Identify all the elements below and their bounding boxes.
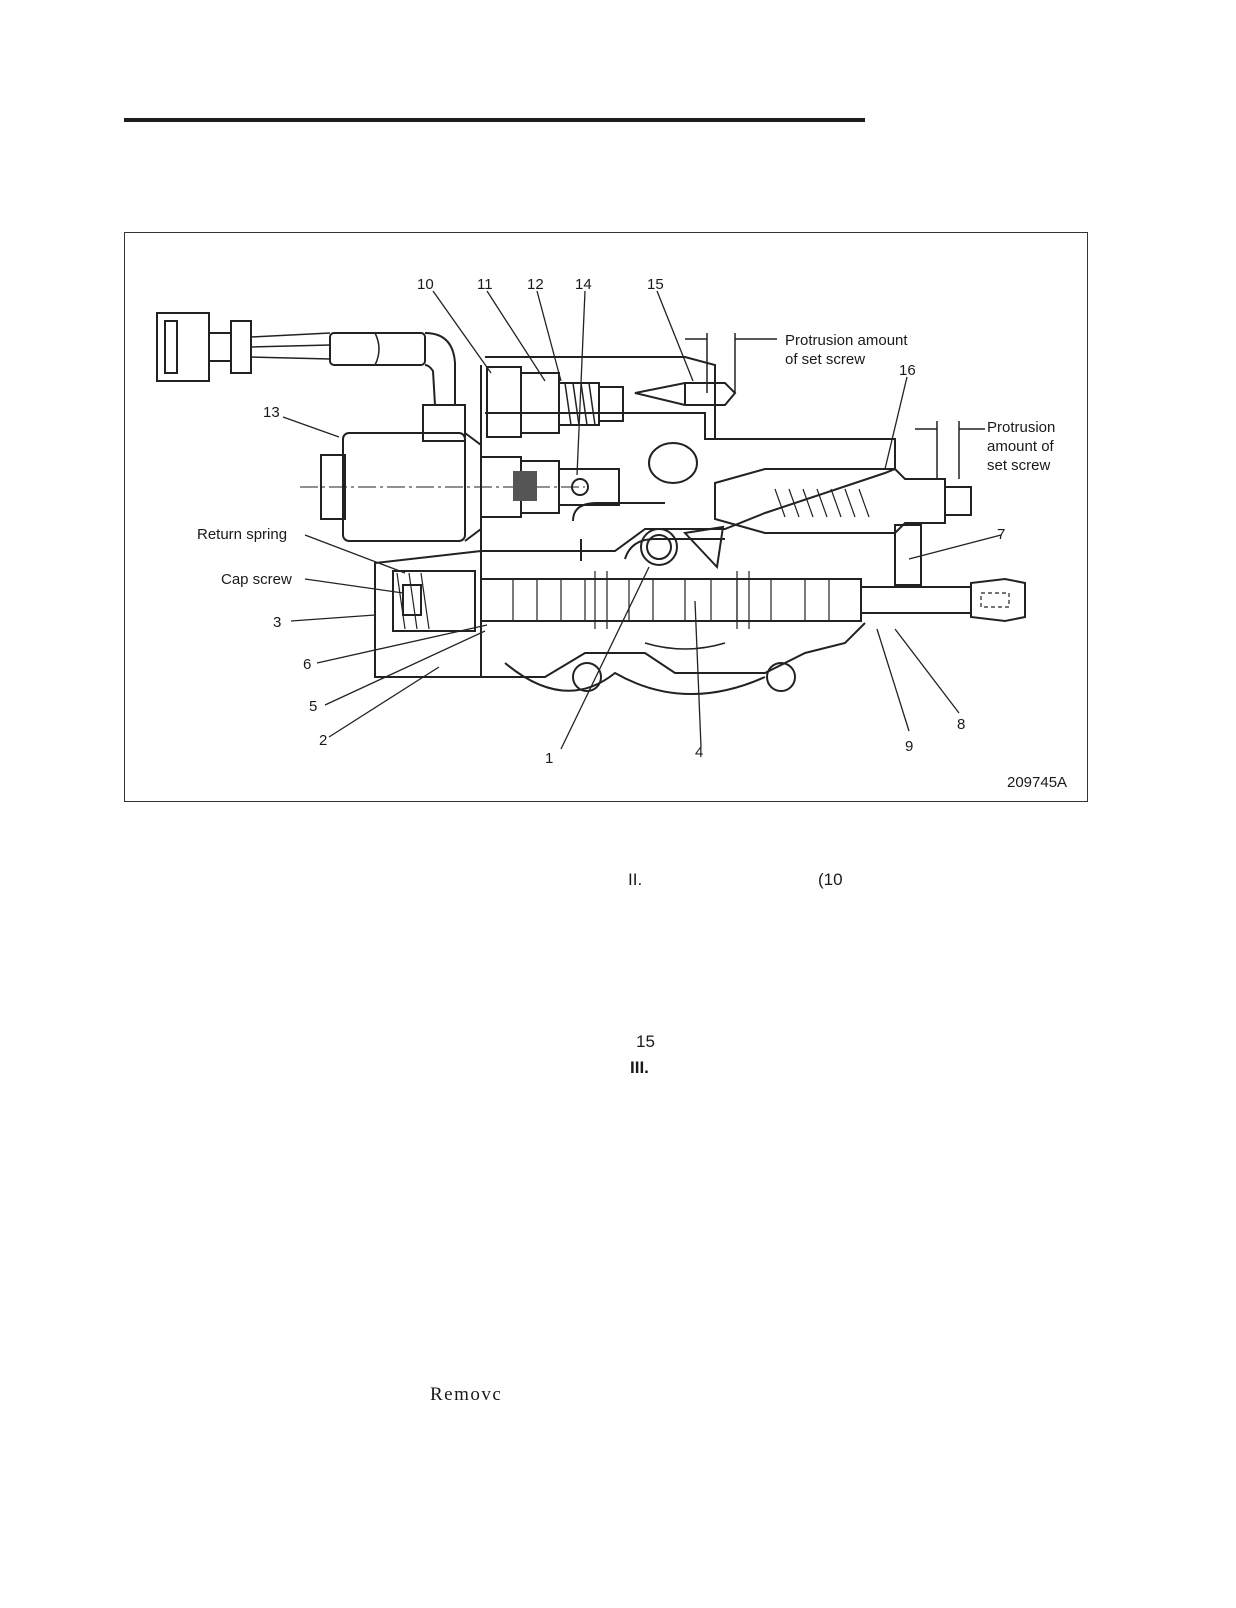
connector-elbow bbox=[422, 404, 466, 442]
relief-plug bbox=[486, 366, 522, 438]
part-number-2: 2 bbox=[319, 732, 327, 749]
part-number-8: 8 bbox=[957, 716, 965, 733]
connector-plug bbox=[156, 312, 210, 382]
part-number-6: 6 bbox=[303, 656, 311, 673]
protrusion-right-line2: amount of bbox=[987, 438, 1055, 455]
valve-drawing: 10 11 12 14 15 16 13 3 6 5 2 1 4 9 8 7 R… bbox=[156, 276, 1067, 791]
part-number-14: 14 bbox=[575, 276, 592, 293]
reference-15: 15 bbox=[636, 1032, 655, 1051]
spool bbox=[480, 578, 862, 622]
part-number-5: 5 bbox=[309, 698, 317, 715]
figure-id: 209745A bbox=[1007, 774, 1067, 791]
top-rule bbox=[124, 118, 865, 122]
remove-instruction-word: Removc bbox=[430, 1384, 503, 1405]
step-ii-label: II. bbox=[628, 870, 643, 889]
return-spring-label: Return spring bbox=[197, 526, 287, 543]
part-number-10: 10 bbox=[417, 276, 434, 293]
wire-sleeve bbox=[329, 332, 426, 366]
step-iii-label: III. bbox=[630, 1058, 649, 1077]
part-number-7: 7 bbox=[997, 526, 1005, 543]
protrusion-right-line1: Protrusion bbox=[987, 419, 1055, 436]
protrusion-top-line1: Protrusion amount bbox=[785, 332, 908, 349]
part-number-15: 15 bbox=[647, 276, 664, 293]
part-number-11: 11 bbox=[477, 276, 493, 293]
step-ii-reference: (10 bbox=[818, 870, 843, 889]
part-number-12: 12 bbox=[527, 276, 544, 293]
part-number-16: 16 bbox=[899, 362, 916, 379]
part-number-1: 1 bbox=[545, 750, 553, 767]
part-number-3: 3 bbox=[273, 614, 281, 631]
cap-screw-label: Cap screw bbox=[221, 571, 292, 588]
protrusion-top-line2: of set screw bbox=[785, 351, 865, 368]
part-number-13: 13 bbox=[263, 404, 280, 421]
part-number-4: 4 bbox=[695, 744, 703, 761]
valve-cross-section-figure: 10 11 12 14 15 16 13 3 6 5 2 1 4 9 8 7 R… bbox=[124, 232, 1088, 802]
protrusion-right-line3: set screw bbox=[987, 457, 1051, 474]
spring-cap bbox=[374, 549, 482, 678]
port bbox=[640, 528, 678, 566]
part-number-9: 9 bbox=[905, 738, 913, 755]
